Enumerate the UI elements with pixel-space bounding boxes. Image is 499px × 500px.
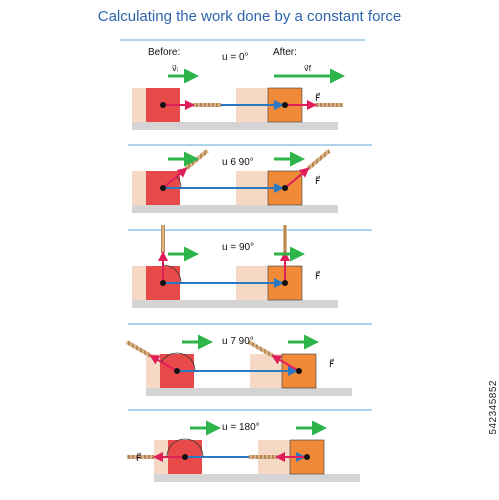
- force-label: F⃗: [329, 358, 334, 369]
- center-dot-before: [174, 368, 180, 374]
- panel-1: u = 0° F⃗ v⃗ᵢ v⃗f: [132, 52, 345, 130]
- center-dot-after: [296, 368, 302, 374]
- motion-trail-before: [132, 266, 146, 300]
- angle-arc: [161, 352, 196, 372]
- panel-4: u 7 90° F⃗: [125, 323, 372, 396]
- force-arrow-before: [149, 354, 178, 372]
- vi-label: v⃗ᵢ: [172, 64, 178, 73]
- before-label: Before:: [148, 47, 180, 58]
- force-label: F⃗: [136, 452, 141, 463]
- floor: [154, 474, 360, 482]
- angle-label: u 6 90°: [222, 157, 254, 168]
- panels-group: u = 0° F⃗ v⃗ᵢ v⃗f u 6 90° F⃗ u = 90° F⃗ u 7 90° F…: [120, 39, 372, 482]
- floor: [132, 122, 338, 130]
- motion-trail-before: [132, 171, 146, 205]
- force-label: F⃗: [315, 270, 320, 281]
- watermark-id: 542345852: [488, 380, 499, 435]
- force-arrow-after: [284, 167, 310, 189]
- vf-label: v⃗f: [304, 64, 312, 73]
- floor: [132, 300, 338, 308]
- angle-label: u = 180°: [222, 422, 260, 433]
- rope-after: [306, 149, 331, 171]
- angle-arc: [162, 264, 182, 284]
- force-label: F⃗: [315, 92, 320, 103]
- panel-3: u = 90° F⃗: [128, 225, 372, 308]
- floor: [146, 388, 352, 396]
- center-dot-after: [282, 102, 288, 108]
- angle-arc: [166, 438, 204, 458]
- rope-before: [125, 340, 153, 358]
- center-dot-before: [160, 185, 166, 191]
- center-dot-after: [304, 454, 310, 460]
- force-label: F⃗: [315, 175, 320, 186]
- center-dot-before: [182, 454, 188, 460]
- after-label: After:: [273, 47, 297, 58]
- floor: [132, 205, 338, 213]
- center-dot-after: [282, 185, 288, 191]
- force-arrow-after: [271, 355, 300, 372]
- panel-2: u 6 90° F⃗: [128, 144, 372, 213]
- center-dot-after: [282, 280, 288, 286]
- panel-5: u = 180° F⃗: [127, 409, 372, 482]
- diagram-title: Calculating the work done by a constant …: [97, 8, 402, 25]
- rope-after: [247, 340, 275, 358]
- force-arrow-before: [162, 167, 188, 189]
- angle-label: u = 0°: [222, 52, 249, 63]
- center-dot-before: [160, 102, 166, 108]
- motion-trail-before: [132, 88, 146, 122]
- angle-label: u = 90°: [222, 242, 254, 253]
- angle-label: u 7 90°: [222, 336, 254, 347]
- center-dot-before: [160, 280, 166, 286]
- angle-arc: [176, 176, 182, 189]
